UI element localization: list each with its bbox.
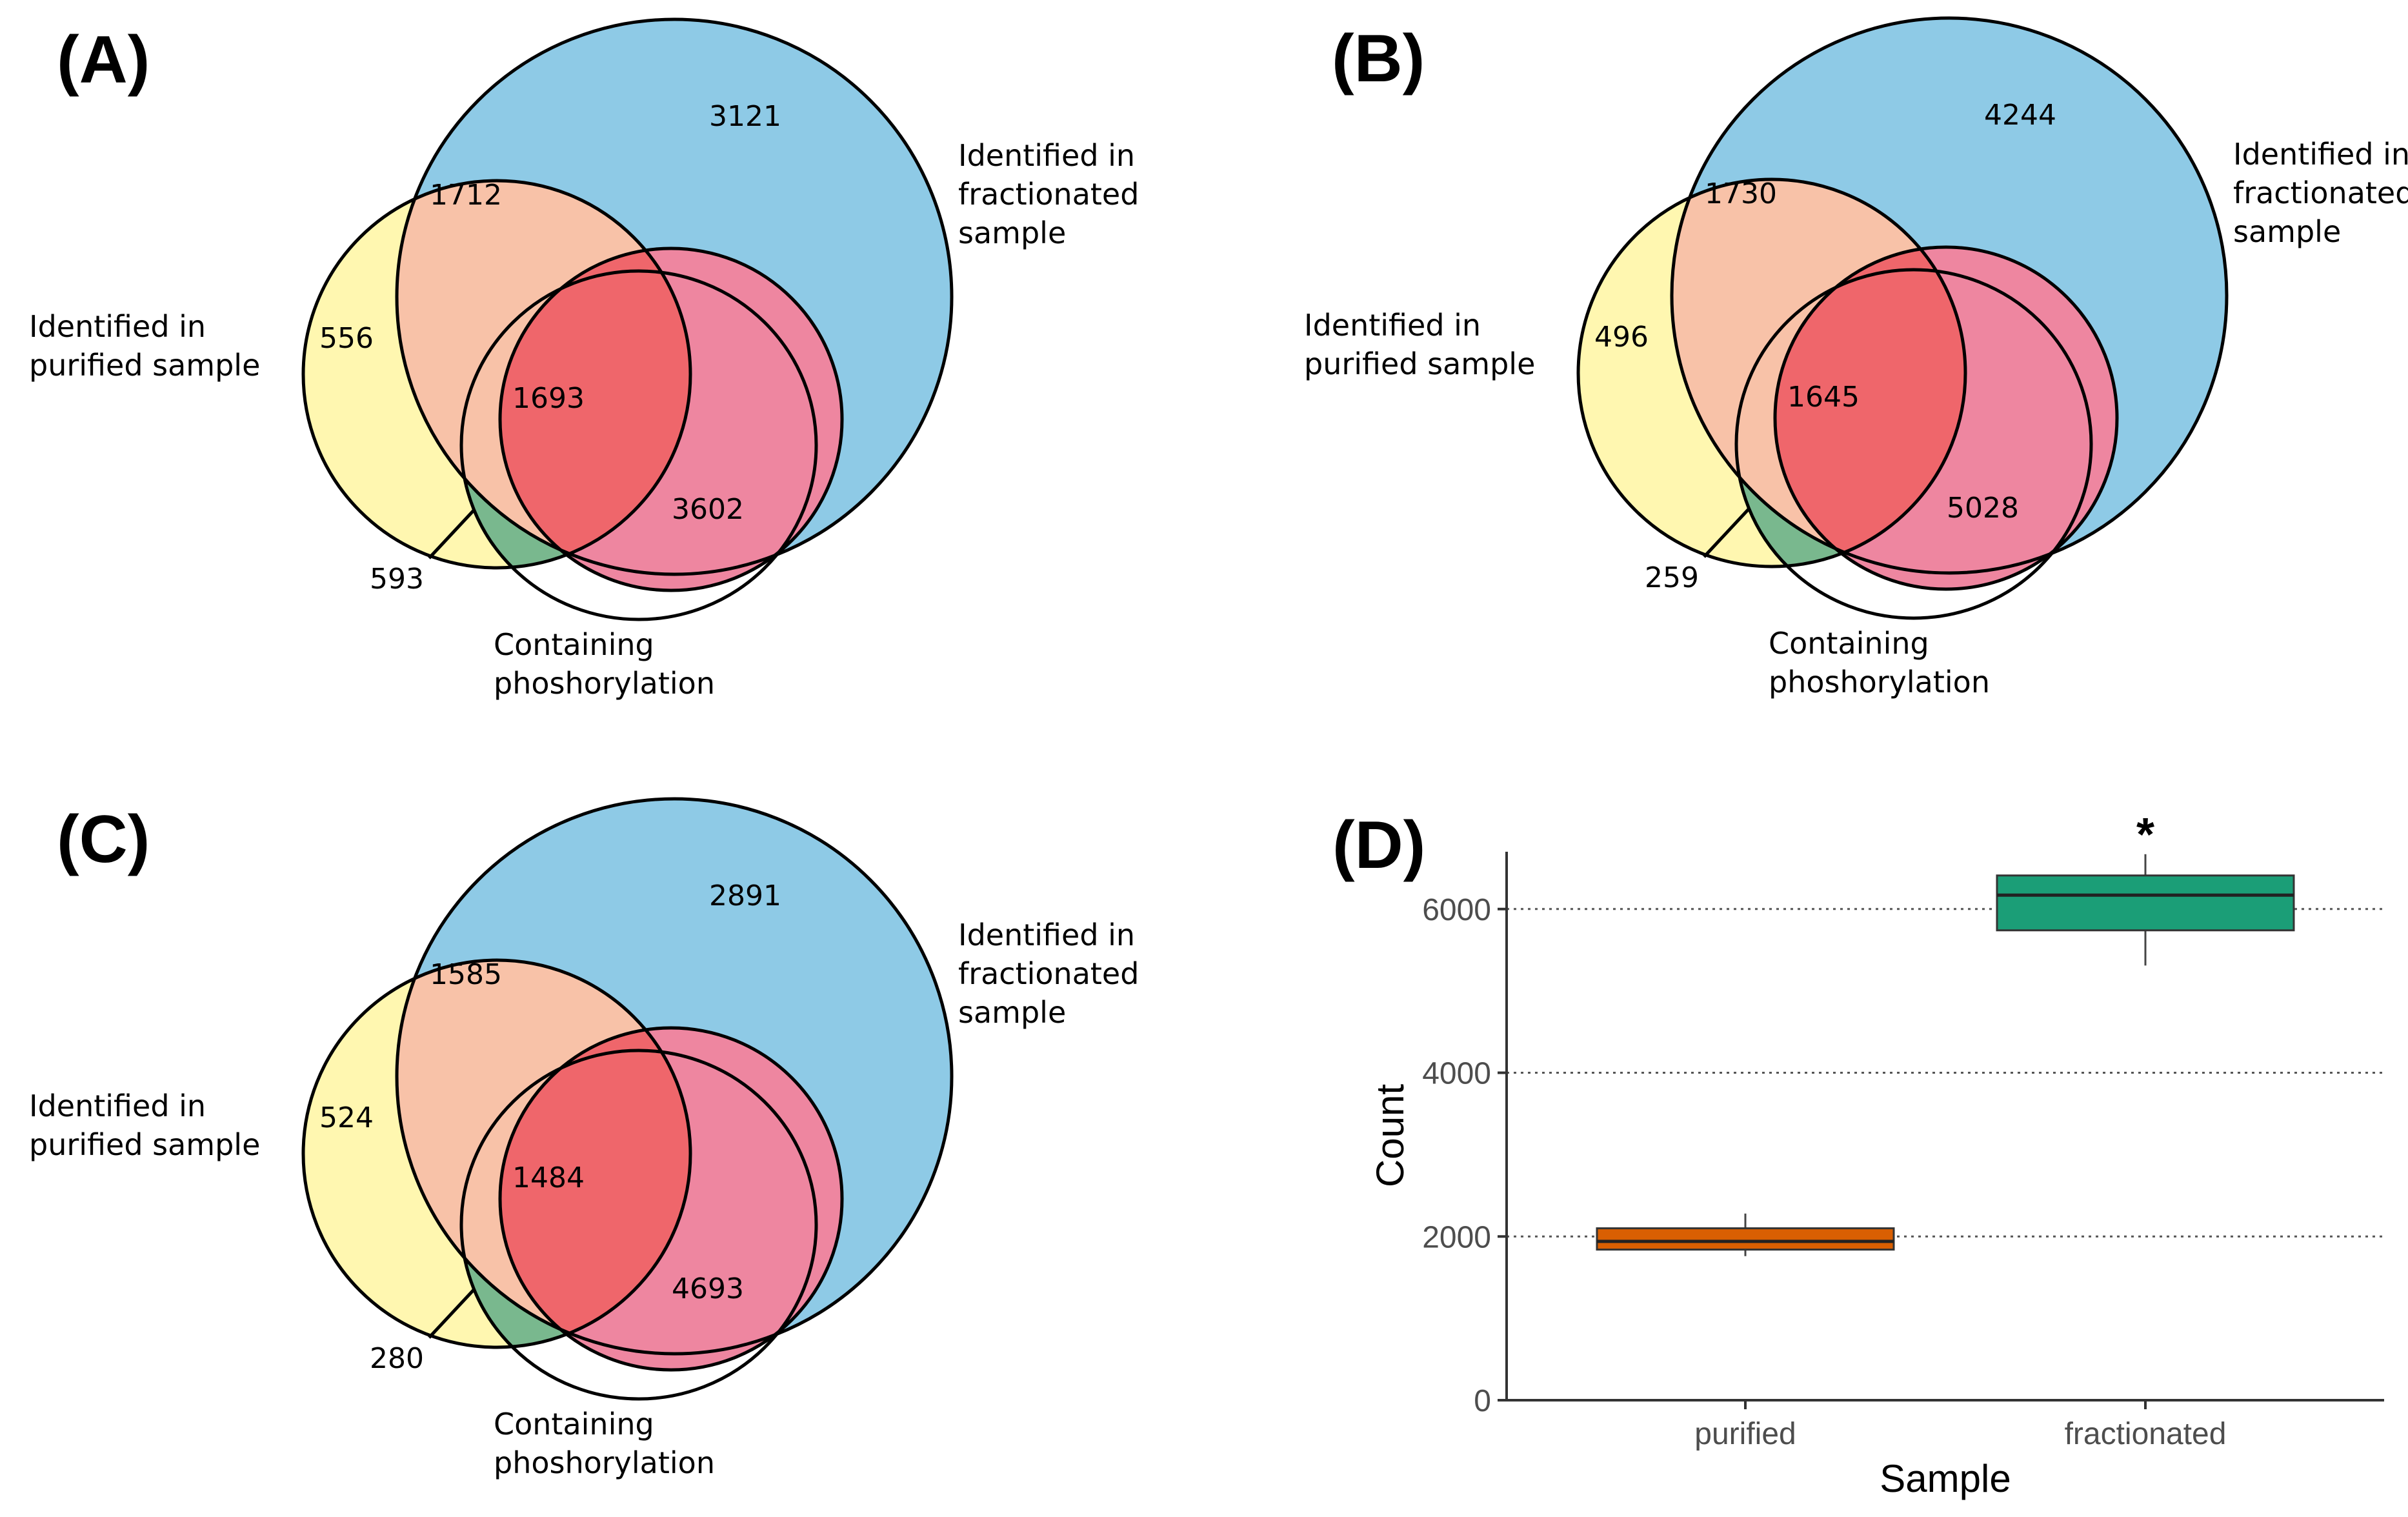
phospho-outline xyxy=(459,269,818,621)
label-purified: Identified in xyxy=(29,1089,206,1123)
label-purified: Identified in xyxy=(1304,308,1481,343)
count-all-three: 1693 xyxy=(512,382,585,415)
count-fractionated-phospho: 4693 xyxy=(672,1272,744,1305)
label-phospho: phoshorylation xyxy=(1769,665,1990,699)
count-purified-fractionated: 1585 xyxy=(430,958,502,991)
y-axis-title: Count xyxy=(1369,1084,1412,1187)
fractionated-outline xyxy=(1670,16,2229,575)
count-purified-only: 556 xyxy=(319,322,374,355)
count-purified-fractionated: 1730 xyxy=(1705,177,1777,210)
count-fractionated-phospho: 5028 xyxy=(1947,492,2019,525)
label-fractionated: fractionated xyxy=(958,177,1139,212)
purified-outline xyxy=(1576,177,1967,568)
count-purified-fractionated: 1712 xyxy=(430,179,502,212)
panel-tag: (B) xyxy=(1332,21,1425,96)
significance-star: * xyxy=(2136,809,2154,861)
label-phospho: Containing xyxy=(494,627,654,662)
leader-line xyxy=(428,508,476,559)
venn-panel-1: (A) 3121 1712 556 1693 3602 593 Identified in pu… xyxy=(29,17,1139,701)
phospho-inner-outline xyxy=(498,246,844,592)
label-fractionated: fractionated xyxy=(2233,176,2408,210)
phospho-inner-outline xyxy=(498,1026,844,1372)
box-purified xyxy=(1596,1227,1895,1251)
fractionated-outline xyxy=(395,797,954,1356)
purified-outline xyxy=(301,958,692,1349)
label-phospho: phoshorylation xyxy=(494,1445,715,1480)
label-phospho: Containing xyxy=(1769,626,1929,661)
label-fractionated: fractionated xyxy=(958,956,1139,991)
panel-tag: (C) xyxy=(57,802,150,877)
x-tick-label: purified xyxy=(1694,1417,1796,1451)
count-fractionated-only: 4244 xyxy=(1984,99,2056,132)
x-tick-label: fractionated xyxy=(2065,1417,2227,1451)
y-tick-label: 0 xyxy=(1474,1384,1491,1418)
count-purified-only: 496 xyxy=(1594,321,1649,354)
label-purified: purified sample xyxy=(1304,347,1535,381)
phospho-outline xyxy=(459,1049,818,1401)
label-fractionated: sample xyxy=(2233,214,2341,249)
y-tick-label: 6000 xyxy=(1422,893,1491,927)
venn-panel-2: (B) 4244 1730 496 1645 5028 259 Identified in pu… xyxy=(1304,16,2408,699)
box-fractionated xyxy=(1996,874,2295,932)
boxplot-panel: (D) 0 2000 4000 6000 purified fractionated * Sam… xyxy=(1332,808,2384,1500)
label-purified: purified sample xyxy=(29,1127,260,1162)
label-fractionated: Identified in xyxy=(958,918,1135,952)
count-purified-phospho: 259 xyxy=(1645,561,1699,594)
label-purified: purified sample xyxy=(29,348,260,383)
label-phospho: phoshorylation xyxy=(494,666,715,701)
x-axis-title: Sample xyxy=(1880,1457,2011,1500)
count-fractionated-only: 2891 xyxy=(709,879,781,912)
count-purified-phospho: 593 xyxy=(370,563,424,596)
leader-line xyxy=(1703,507,1751,558)
label-phospho: Containing xyxy=(494,1407,654,1442)
leader-line xyxy=(428,1288,476,1339)
panel-tag: (D) xyxy=(1332,808,1425,883)
phospho-outline xyxy=(1734,268,2093,620)
count-purified-phospho: 280 xyxy=(370,1342,424,1375)
count-purified-only: 524 xyxy=(319,1101,374,1134)
label-fractionated: Identified in xyxy=(2233,137,2408,172)
venn-panel-3: (C) 2891 1585 524 1484 4693 280 Identified in pu… xyxy=(29,797,1139,1480)
label-fractionated: sample xyxy=(958,995,1066,1030)
count-fractionated-only: 3121 xyxy=(709,100,781,133)
label-purified: Identified in xyxy=(29,309,206,344)
y-tick-label: 2000 xyxy=(1422,1220,1491,1254)
count-fractionated-phospho: 3602 xyxy=(672,493,744,526)
panel-tag: (A) xyxy=(57,23,150,97)
label-fractionated: sample xyxy=(958,216,1066,250)
count-all-three: 1645 xyxy=(1787,381,1860,414)
purified-outline xyxy=(301,179,692,570)
label-fractionated: Identified in xyxy=(958,138,1135,173)
fractionated-outline xyxy=(395,17,954,576)
count-all-three: 1484 xyxy=(512,1161,585,1194)
y-tick-label: 4000 xyxy=(1422,1057,1491,1091)
phospho-inner-outline xyxy=(1773,245,2119,591)
